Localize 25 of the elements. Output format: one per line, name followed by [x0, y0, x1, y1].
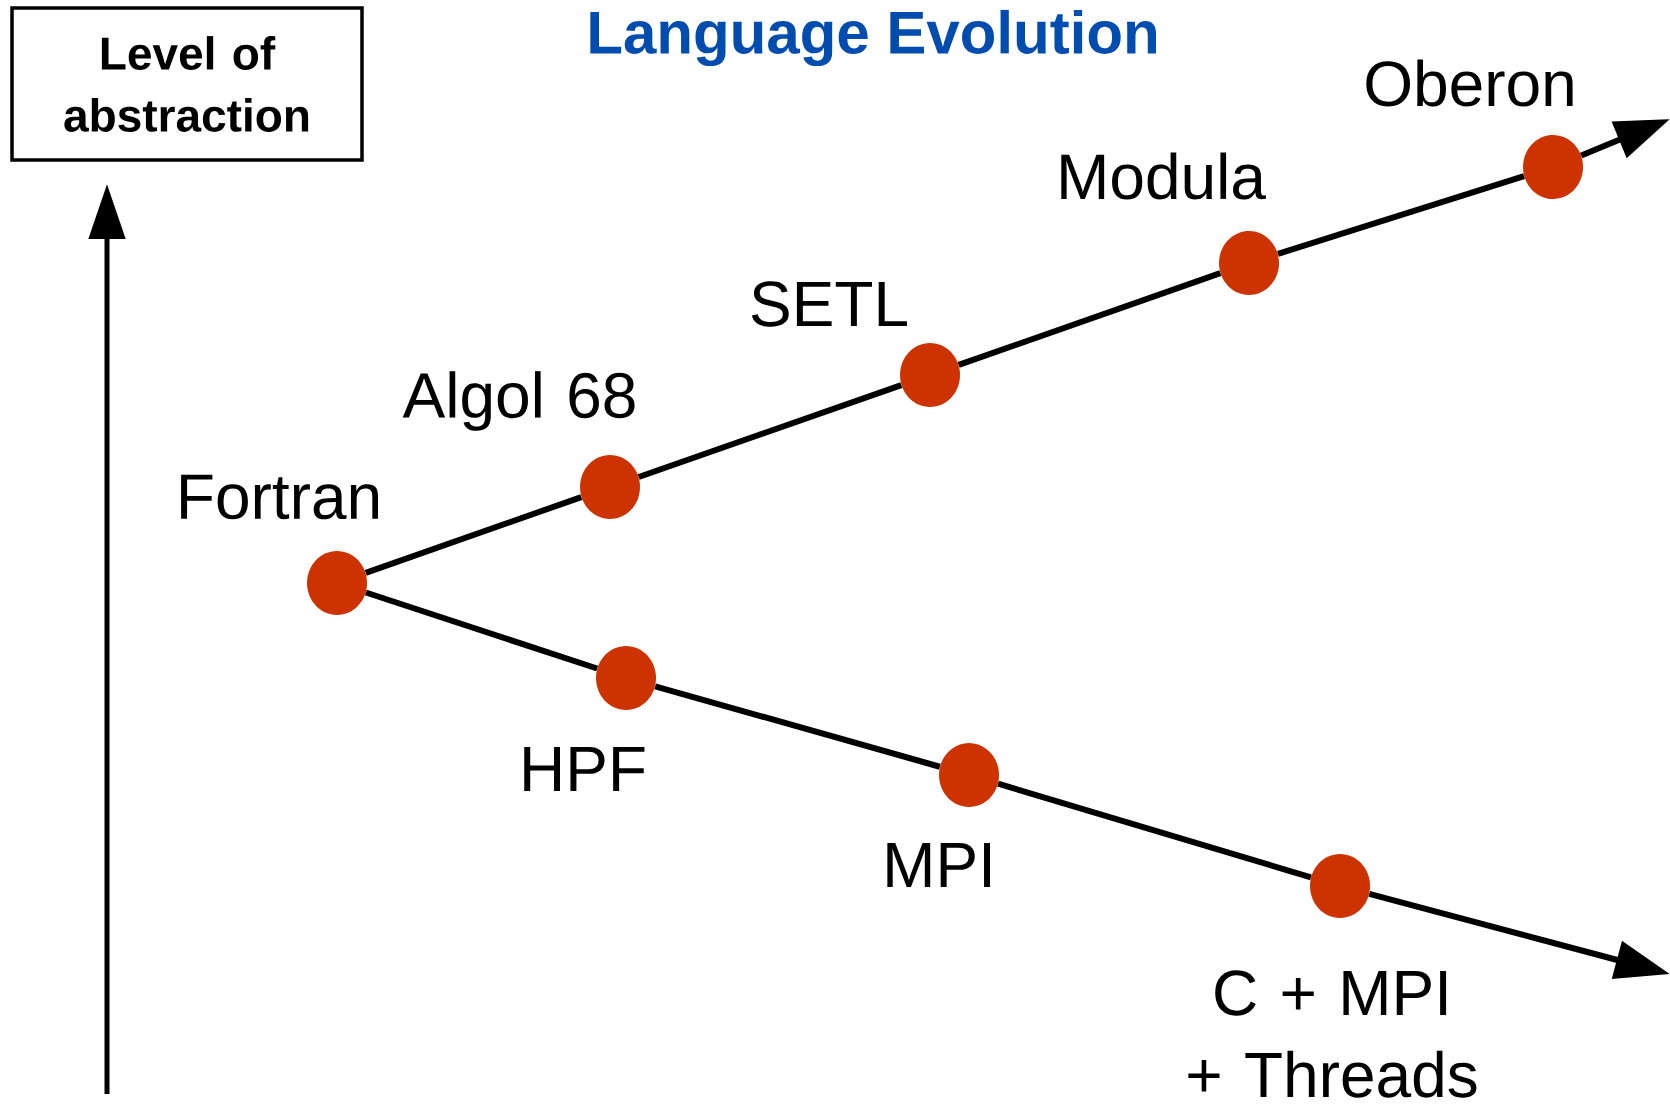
dot [939, 743, 999, 807]
connector-line [957, 270, 1222, 368]
language-label: Fortran [181, 474, 378, 520]
title: Language Evolution [590, 9, 1156, 67]
connector-line [637, 382, 903, 480]
dot [307, 551, 367, 615]
language-label: HPF [524, 747, 645, 792]
connector-line [654, 683, 941, 770]
dot [900, 343, 960, 407]
dot [596, 646, 656, 710]
dot [1219, 231, 1279, 295]
language-label: Modula [1061, 152, 1266, 200]
dot [1523, 135, 1583, 199]
dot [580, 455, 640, 519]
language-label: MPI [887, 843, 990, 888]
label-box: Level of abstraction [10, 6, 364, 162]
connector-line [364, 494, 583, 576]
language-label: Algol 68 [402, 371, 635, 431]
connector-line [364, 589, 599, 672]
connector-line [997, 780, 1312, 881]
dot [1310, 854, 1370, 918]
language-label: SETL [751, 281, 907, 327]
connector-line [1277, 173, 1525, 257]
language-label: C + MPI + Threads [1188, 970, 1477, 1098]
language-label: Oberon [1366, 59, 1573, 107]
